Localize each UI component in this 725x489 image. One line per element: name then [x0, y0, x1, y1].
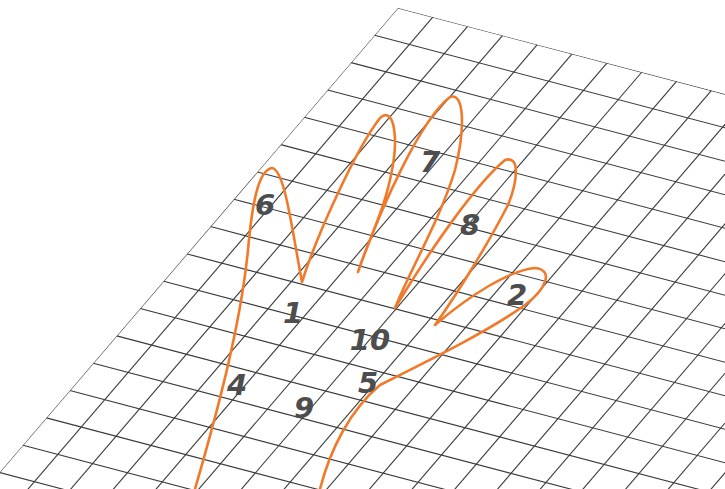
- grid-line: [23, 445, 725, 489]
- grid-line: [93, 363, 725, 489]
- grid-line: [0, 109, 725, 489]
- grid-line: [234, 199, 725, 489]
- callout-number: 2: [507, 281, 527, 310]
- grid-line: [211, 227, 725, 489]
- callout-number: 1: [283, 299, 303, 328]
- grid-line: [35, 118, 725, 489]
- grid-line: [0, 100, 725, 489]
- grid-line: [0, 473, 725, 489]
- grid-line: [592, 265, 725, 489]
- grid-line: [522, 247, 725, 489]
- grid-line: [661, 283, 725, 489]
- grid-line: [487, 238, 725, 489]
- grid-line: [278, 182, 725, 489]
- grid-line: [69, 127, 725, 489]
- grid-line: [557, 256, 725, 489]
- callout-number: 8: [460, 211, 480, 240]
- grid-line: [209, 164, 725, 489]
- grid-line: [383, 210, 725, 489]
- callout-number: 4: [227, 371, 247, 400]
- grid-line: [104, 137, 725, 489]
- grid-line: [117, 336, 725, 489]
- grid-line: [0, 45, 537, 489]
- hand-outline: [195, 97, 546, 489]
- callout-number: 10: [350, 326, 390, 355]
- grid-line: [348, 201, 725, 489]
- grid-line: [452, 228, 725, 489]
- grid-line: [0, 91, 711, 489]
- grid-line: [0, 81, 676, 489]
- grid-line: [313, 192, 725, 489]
- grid-line: [139, 146, 725, 489]
- grid-line: [375, 35, 725, 341]
- grid-line: [626, 274, 725, 489]
- callout-number: 6: [255, 191, 275, 220]
- grid-line: [351, 63, 725, 369]
- grid-line: [174, 155, 725, 489]
- grid-line: [0, 8, 398, 489]
- grid-line: [417, 219, 725, 489]
- grid-line: [0, 36, 502, 489]
- grid-line: [0, 63, 607, 489]
- callout-number: 9: [294, 394, 314, 423]
- grid-line: [0, 72, 642, 489]
- callout-number: 5: [358, 369, 378, 398]
- callout-number: 7: [420, 148, 440, 177]
- grid-paper: [0, 8, 725, 489]
- grid-line: [140, 309, 725, 489]
- grid-line: [0, 54, 572, 489]
